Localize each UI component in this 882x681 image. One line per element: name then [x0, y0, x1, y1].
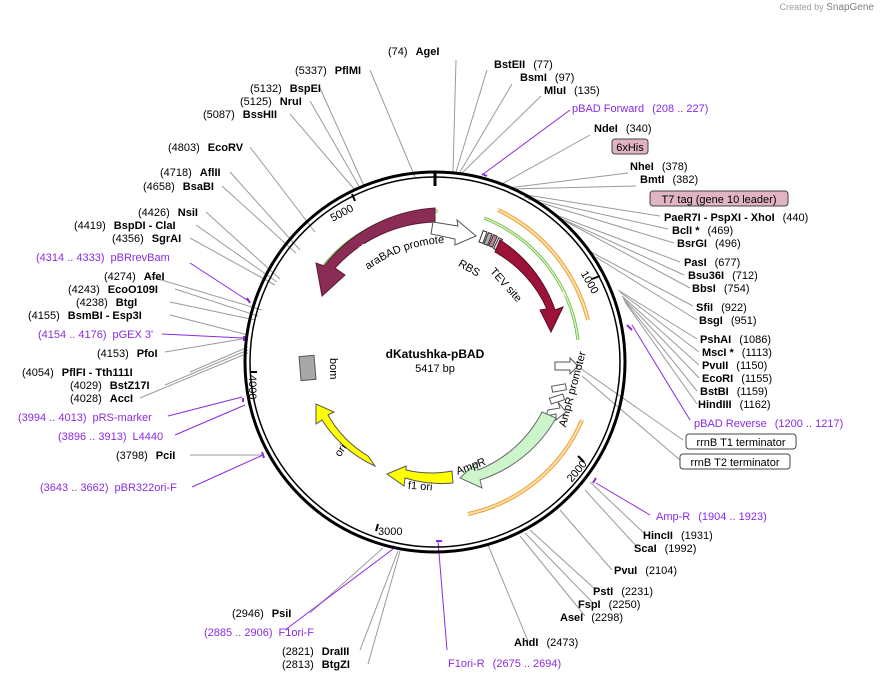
site-sgrai: (4356)SgrAI	[112, 233, 181, 245]
primer-prs-marker: (3994 .. 4013)pRS-marker	[18, 412, 152, 424]
site-bsabi: (4658)BsaBI	[143, 181, 214, 193]
site-eco0109i: (4243)EcoO109I	[68, 284, 158, 296]
svg-text:T7 tag (gene 10 leader): T7 tag (gene 10 leader)	[662, 194, 777, 206]
site-nhei: NheI(378)	[630, 161, 688, 173]
site-pfoi: (4153)PfoI	[97, 348, 158, 360]
primer-pbad-forward: pBAD Forward(208 .. 227)	[572, 103, 708, 115]
tick-5000: 5000	[328, 202, 355, 224]
tick-4000: 4000	[246, 375, 258, 399]
ampr-feature	[459, 411, 557, 489]
site-hincii: HincII(1931)	[643, 530, 713, 542]
site-btgi: (4238)BtgI	[76, 297, 137, 309]
site-ndei: NdeI(340)	[594, 123, 652, 135]
site-asei: AseI(2298)	[560, 612, 623, 624]
site-bsgi: BsgI(951)	[699, 315, 757, 327]
site-bsshii: (5087)BssHII	[203, 109, 277, 121]
f1-ori-feature	[385, 465, 454, 487]
tick-marks	[250, 193, 601, 532]
site-btgzi: (2813)BtgZI	[282, 659, 350, 671]
site-pvui: PvuI(2104)	[614, 565, 677, 577]
site-fspi: FspI(2250)	[578, 599, 640, 611]
site-psii: (2946)PsiI	[232, 608, 291, 620]
tick-3000: 3000	[378, 526, 402, 538]
ori-label: ori	[333, 442, 350, 459]
bom-feature	[298, 354, 317, 382]
site-bsmi: BsmI(97)	[520, 72, 574, 84]
primer-pgex3: (4154 .. 4176)pGEX 3'	[38, 329, 153, 341]
tick-2000: 2000	[565, 458, 590, 484]
site-msci: MscI *(1113)	[702, 347, 772, 359]
boxed-feature-6xhis: 6xHis	[611, 138, 649, 155]
arac-feature	[315, 207, 436, 297]
leader-lines	[139, 59, 700, 665]
site-ahdi: AhdI(2473)	[514, 637, 578, 649]
site-pshai: PshAI(1086)	[700, 334, 771, 346]
site-bstbi: BstBI(1159)	[700, 386, 768, 398]
tev-site-label: TEV site	[487, 266, 524, 305]
primer-f1ori-f: (2885 .. 2906)F1ori-F	[204, 627, 314, 639]
primer-pbrrevbam: (4314 .. 4333)pBRrevBam	[36, 252, 170, 264]
snapgene-watermark: Created by SnapGene	[780, 2, 874, 13]
primer-lines	[161, 109, 691, 651]
primer-ticks	[242, 173, 633, 550]
site-draiii: (2821)DraIII	[282, 646, 349, 658]
site-ecori: EcoRI(1155)	[702, 373, 772, 385]
svg-text:6xHis: 6xHis	[616, 142, 644, 154]
f1-ori-label: f1 ori	[408, 480, 433, 494]
site-pasi: PasI(677)	[684, 257, 740, 269]
site-afei: (4274)AfeI	[104, 271, 165, 283]
boxed-feature-t7tag: T7 tag (gene 10 leader)	[649, 190, 789, 207]
site-nsii: (4426)NsiI	[138, 207, 198, 219]
site-pvuii: PvuII(1150)	[702, 360, 767, 372]
site-bsmbi: (4155)BsmBI - Esp3I	[28, 310, 142, 322]
site-bstz17i: (4029)BstZ17I	[70, 380, 150, 392]
plasmid-length: 5417 bp	[415, 363, 455, 375]
site-pcii: (3798)PciI	[116, 450, 175, 462]
svg-text:rrnB T1 terminator: rrnB T1 terminator	[696, 437, 785, 449]
turbofp635-feature	[494, 239, 564, 334]
small-features-right	[545, 383, 567, 422]
primer-l4440: (3896 .. 3913)L4440	[58, 431, 163, 443]
site-bsteii: BstEII(77)	[494, 59, 553, 71]
plasmid-name: dKatushka-pBAD	[386, 347, 485, 361]
site-mlui: MluI(135)	[544, 85, 600, 97]
site-paer7i: PaeR7I - PspXI - XhoI(440)	[664, 212, 808, 224]
site-aflii: (4718)AflII	[160, 167, 221, 179]
site-ecorv: (4803)EcoRV	[168, 142, 244, 154]
snapgene-brand: SnapGene	[826, 2, 874, 13]
site-psti: PstI(2231)	[593, 586, 653, 598]
created-by-text: Created by	[779, 2, 824, 12]
site-acci: (4028)AccI	[70, 393, 133, 405]
boxed-feature-rrnb-t2: rrnB T2 terminator	[679, 453, 791, 470]
site-bspei: (5132)BspEI	[250, 83, 321, 95]
site-bcli: BclI *(469)	[672, 225, 733, 237]
site-agei: (74)AgeI	[388, 46, 439, 58]
site-pflmi: (5337)PflMI	[295, 65, 361, 77]
site-bsu36i: Bsu36I(712)	[688, 270, 758, 282]
primer-amp-r: Amp-R(1904 .. 1923)	[656, 511, 767, 523]
site-nrui: (5125)NruI	[240, 96, 302, 108]
primer-f1ori-r: F1ori-R(2675 .. 2694)	[448, 658, 561, 670]
site-pflfi: (4054)PflFI - Tth111I	[22, 367, 133, 379]
site-bsrgi: BsrGI(496)	[677, 238, 741, 250]
bom-label: bom	[327, 358, 339, 379]
primer-pbr322ori-f: (3643 .. 3662)pBR322ori-F	[40, 482, 177, 494]
site-bspdi: (4419)BspDI - ClaI	[74, 220, 176, 232]
site-bmti: BmtI(382)	[640, 174, 698, 186]
site-hindiii: HindIII(1162)	[698, 399, 771, 411]
svg-text:rrnB T2 terminator: rrnB T2 terminator	[690, 457, 779, 469]
site-sfii: SfiI(922)	[696, 302, 747, 314]
ampr-promoter-feature	[554, 356, 579, 376]
boxed-feature-rrnb-t1: rrnB T1 terminator	[685, 433, 797, 450]
ori-feature	[315, 403, 377, 468]
site-bbsi: BbsI(754)	[692, 283, 750, 295]
rbs-label: RBS	[456, 258, 482, 280]
site-scai: ScaI(1992)	[634, 543, 696, 555]
primer-pbad-reverse: pBAD Reverse(1200 .. 1217)	[694, 418, 843, 430]
arabad-promoter-feature	[430, 218, 477, 246]
